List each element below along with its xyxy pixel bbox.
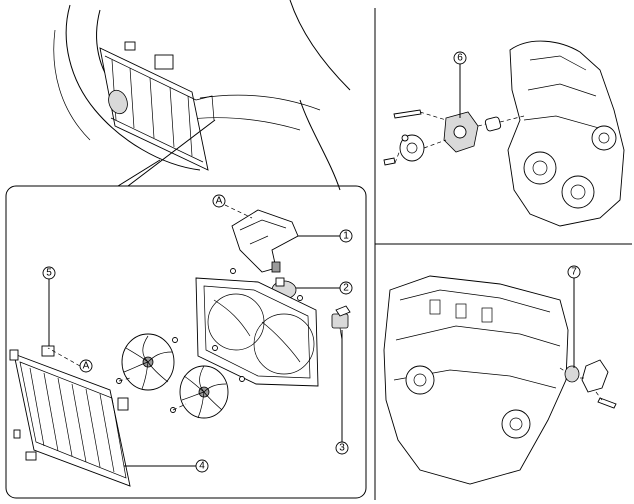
air-guide-duct	[224, 204, 299, 273]
callout-5-label: 5	[46, 268, 52, 279]
cooling-fan-left	[121, 333, 175, 391]
reference-a-top-label: A	[216, 196, 223, 207]
radiator	[9, 345, 131, 487]
callout-1-label: 1	[343, 231, 349, 242]
fan-bolts	[116, 295, 303, 413]
panel-dividers	[374, 8, 632, 500]
callout-4: 4	[195, 459, 209, 473]
callout-2-label: 2	[343, 283, 349, 294]
callout-1: 1	[339, 229, 353, 243]
callout-3: 3	[335, 441, 349, 455]
callout-4-label: 4	[199, 461, 205, 472]
callout-7: 7	[567, 265, 581, 279]
cooling-fan-right	[179, 365, 229, 419]
callout-5: 5	[42, 266, 56, 280]
callout-7-label: 7	[571, 267, 577, 278]
thermostat-assembly	[383, 275, 617, 485]
reference-a-radiator: A	[79, 359, 93, 373]
reference-a-radiator-label: A	[83, 361, 90, 372]
fan-shroud-frame	[172, 268, 319, 387]
fan-resistor	[331, 305, 351, 341]
water-pump-assembly	[383, 40, 625, 227]
callout-6: 6	[453, 51, 467, 65]
callout-3-label: 3	[339, 443, 345, 454]
callout-2: 2	[339, 281, 353, 295]
callout-6-label: 6	[457, 53, 463, 64]
reference-a-top: A	[212, 194, 226, 208]
detail-frame	[5, 185, 367, 499]
leader-lines	[47, 64, 575, 467]
detail-connector	[117, 119, 216, 187]
vehicle-front-view	[53, 0, 351, 191]
